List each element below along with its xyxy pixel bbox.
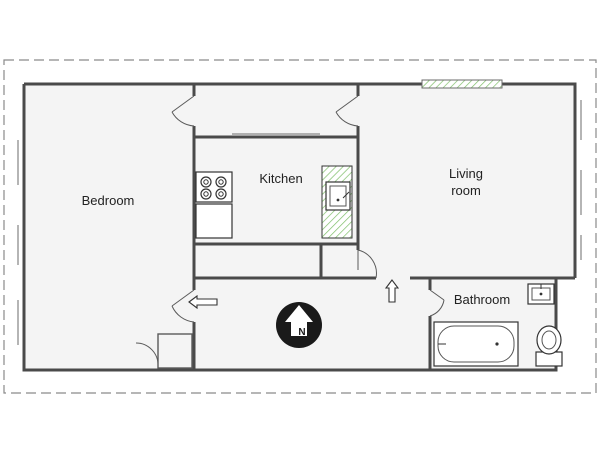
compass-north-letter: N	[298, 327, 305, 338]
room-label-bedroom: Bedroom	[82, 193, 135, 208]
living-window	[421, 79, 503, 89]
bedroom-windows	[17, 100, 582, 345]
room-label-living-line1: Living	[449, 166, 483, 181]
kitchen-counter	[195, 203, 233, 239]
doors	[135, 95, 445, 367]
stove-icon	[195, 171, 233, 203]
plan-boundary	[3, 59, 597, 394]
room-label-bathroom: Bathroom	[454, 292, 510, 307]
room-label-living-line2: room	[451, 183, 481, 198]
bathtub-icon	[433, 321, 519, 367]
floor-area	[24, 84, 575, 370]
room-label-kitchen: Kitchen	[259, 171, 302, 186]
toilet-icon	[535, 325, 563, 367]
compass-north-icon: N	[276, 302, 322, 348]
sink-icon	[325, 181, 351, 211]
entry-arrow-icon	[188, 294, 218, 310]
bedroom-closet	[157, 333, 193, 369]
up-arrow-icon	[384, 279, 400, 303]
outer-wall	[22, 82, 577, 372]
washbasin-icon	[527, 283, 555, 305]
